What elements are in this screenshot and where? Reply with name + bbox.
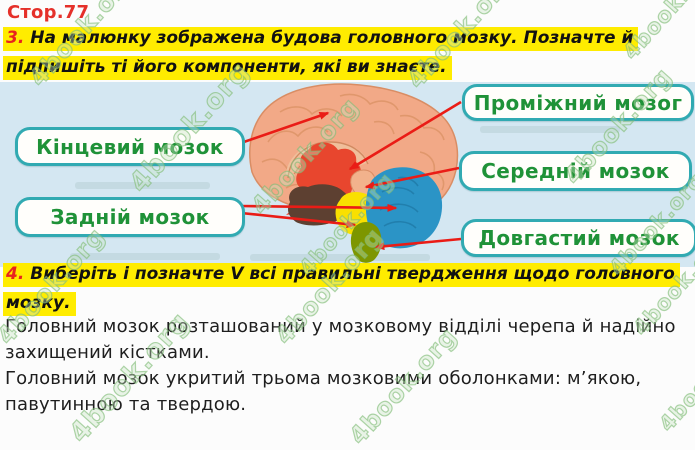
- task-3-line-1: 3.На малюнку зображена будова головного …: [3, 25, 639, 54]
- temporal-region: [288, 184, 350, 226]
- arrow-pons: [240, 211, 357, 229]
- answer-line: Головний мозок розташований у мозковому …: [5, 316, 676, 337]
- task-4-text-2: мозку.: [3, 292, 76, 316]
- corpus-callosum-outline: [287, 141, 369, 179]
- task-3-text-1: На малюнку зображена будова головного мо…: [30, 28, 634, 48]
- task-4-number: 4.: [6, 264, 25, 284]
- task-3-line-2: підпишіть ті його компоненти, які ви зна…: [3, 54, 638, 83]
- bleed-through-text: [75, 182, 210, 189]
- task-4-line-2: мозку.: [3, 290, 680, 319]
- task-4: 4.Виберіть і позначте V всі правильні тв…: [3, 261, 680, 319]
- task-3-text-2: підпишіть ті його компоненти, які ви зна…: [3, 56, 452, 80]
- arrow-cerebellum: [240, 203, 398, 212]
- medulla-region: [350, 222, 382, 263]
- arrow-midbrain: [364, 166, 460, 190]
- arrow-cerebrum: [237, 111, 330, 146]
- answer-line: Головний мозок укритий трьома мозковими …: [5, 368, 642, 389]
- bleed-through-text: [480, 126, 620, 133]
- cerebellum-region: [365, 167, 443, 249]
- task-3-number: 3.: [6, 28, 25, 48]
- answer-line: павутинною та твердою.: [5, 394, 247, 415]
- task-4-line-1: 4.Виберіть і позначте V всі правильні тв…: [3, 261, 680, 290]
- label-diencephalon: Проміжний мозог: [462, 84, 694, 121]
- answer-line: захищений кістками.: [5, 342, 210, 363]
- page-number: Стор.77: [7, 2, 90, 23]
- pointer-arrows: [237, 100, 462, 251]
- brain-illustration: [237, 83, 462, 263]
- label-midbrain: Середній мозок: [459, 151, 692, 191]
- task-4-text-1: Виберіть і позначте V всі правильні твер…: [30, 264, 675, 284]
- bleed-through-text: [250, 254, 430, 261]
- label-hindbrain: Задній мозок: [15, 197, 245, 237]
- arrow-diencephalon: [348, 100, 462, 171]
- answer-text: Головний мозок розташований у мозковому …: [5, 314, 676, 418]
- arrow-medulla: [374, 237, 462, 251]
- task-3: 3.На малюнку зображена будова головного …: [3, 25, 639, 83]
- label-telencephalon: Кінцевий мозок: [15, 127, 245, 166]
- bleed-through-text: [70, 253, 220, 260]
- label-medulla: Довгастий мозок: [461, 219, 695, 257]
